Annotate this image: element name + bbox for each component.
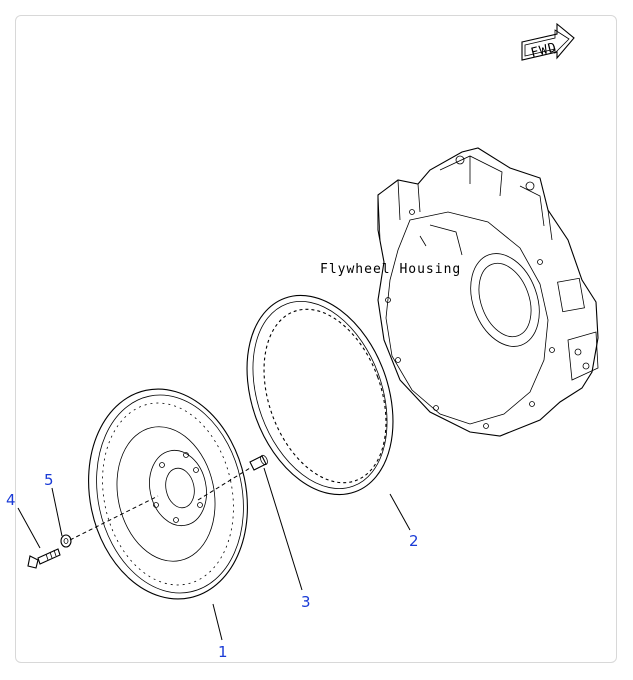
dowel-pin [197, 454, 268, 501]
callout-1: 1 [218, 643, 228, 661]
washer [60, 495, 159, 548]
leader-line-3 [263, 467, 303, 591]
flywheel [88, 388, 248, 600]
leader-line-2 [389, 493, 411, 531]
leader-line-4 [17, 507, 41, 549]
leader-line-5 [51, 487, 63, 537]
fwd-arrow-icon: FWD [521, 22, 575, 61]
callout-3: 3 [301, 593, 311, 611]
leader-line-1 [212, 603, 223, 641]
ring-gear [246, 294, 394, 496]
bolt [27, 548, 61, 569]
diagram-frame [15, 15, 617, 663]
flywheel-housing-label: Flywheel Housing [320, 262, 461, 277]
callout-2: 2 [409, 532, 419, 550]
fwd-label: FWD [529, 40, 558, 61]
callout-5: 5 [44, 471, 54, 489]
flywheel-housing [377, 147, 599, 437]
callout-4: 4 [6, 491, 16, 509]
